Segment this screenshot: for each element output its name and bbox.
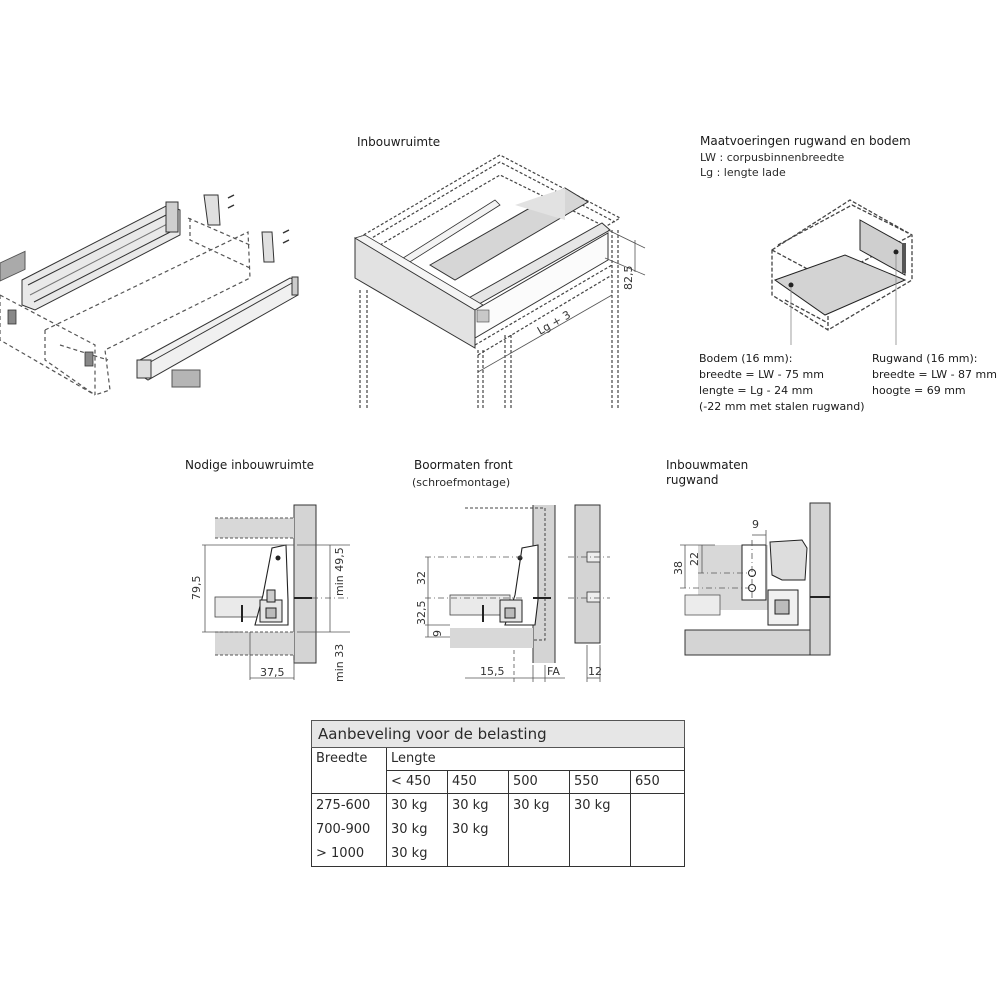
header-length-1: 450 xyxy=(447,770,509,794)
cell xyxy=(569,818,631,842)
bottom-and-back-illustration xyxy=(771,199,913,345)
dim-38: 38 xyxy=(672,561,685,575)
header-length-2: 500 xyxy=(508,770,570,794)
rugwand-breedte: breedte = LW - 87 mm xyxy=(872,368,997,381)
bodem-note: (-22 mm met stalen rugwand) xyxy=(699,400,865,413)
cell xyxy=(447,842,509,867)
dim-min-49-5: min 49,5 xyxy=(333,547,346,596)
table-title: Aanbeveling voor de belasting xyxy=(311,720,685,748)
bodem-breedte: breedte = LW - 75 mm xyxy=(699,368,824,381)
nodige-inbouwruimte-title: Nodige inbouwruimte xyxy=(185,458,315,472)
inbouwruimte-title: Inbouwruimte xyxy=(357,135,441,149)
cell xyxy=(508,842,570,867)
dim-32: 32 xyxy=(415,571,428,585)
bodem-spec: Bodem (16 mm): breedte = LW - 75 mm leng… xyxy=(699,351,865,415)
maatvoeringen-title: Maatvoeringen rugwand en bodem xyxy=(700,134,911,148)
exploded-drawer-illustration xyxy=(0,194,299,396)
boormaten-front-drawing: 32 32,5 9 15,5 FA 12 xyxy=(415,504,610,682)
dim-12: 12 xyxy=(588,665,602,678)
row-breedte: > 1000 xyxy=(311,842,387,867)
table-row: > 1000 30 kg xyxy=(311,842,685,867)
cover-plate-right xyxy=(171,369,201,388)
bodem-lengte: lengte = Lg - 24 mm xyxy=(699,384,814,397)
cell: 30 kg xyxy=(386,818,448,842)
inbouwmaten-rugwand-drawing: 38 22 9 xyxy=(672,502,831,656)
header-length-4: 650 xyxy=(630,770,685,794)
rugwand-hoogte: hoogte = 69 mm xyxy=(872,384,966,397)
header-length-3: 550 xyxy=(569,770,631,794)
nodige-inbouwruimte-drawing: 79,5 min 49,5 min 33 37,5 xyxy=(190,504,350,682)
cell xyxy=(630,842,685,867)
dim-min-33: min 33 xyxy=(333,644,346,682)
cell: 30 kg xyxy=(447,818,509,842)
cell xyxy=(569,842,631,867)
cell: 30 kg xyxy=(386,793,448,818)
header-breedte: Breedte xyxy=(311,747,387,771)
cell: 30 kg xyxy=(569,793,631,818)
dim-37-5: 37,5 xyxy=(260,666,285,679)
cell: 30 kg xyxy=(508,793,570,818)
rugwand-spec: Rugwand (16 mm): breedte = LW - 87 mm ho… xyxy=(872,351,997,399)
cell xyxy=(630,793,685,818)
row-breedte: 275-600 xyxy=(311,793,387,818)
dim-79-5: 79,5 xyxy=(190,576,203,601)
dim-height: 82,5 xyxy=(622,266,635,291)
header-length-0: < 450 xyxy=(386,770,448,794)
dim-22: 22 xyxy=(688,552,701,566)
dim-9-rugwand: 9 xyxy=(752,518,759,531)
inbouwmaten-rugwand-title-1: Inbouwmaten xyxy=(666,458,749,472)
header-lengte: Lengte xyxy=(386,747,685,771)
cell xyxy=(630,818,685,842)
row-breedte: 700-900 xyxy=(311,818,387,842)
table-row: 275-600 30 kg 30 kg 30 kg 30 kg xyxy=(311,793,685,818)
cell: 30 kg xyxy=(447,793,509,818)
rugwand-title: Rugwand (16 mm): xyxy=(872,352,978,365)
inbouwruimte-illustration: Lg + 3 82,5 xyxy=(354,154,646,410)
dim-9: 9 xyxy=(431,630,444,637)
load-recommendation-table: Aanbeveling voor de belasting Breedte Le… xyxy=(311,720,685,867)
table-row: 700-900 30 kg 30 kg xyxy=(311,818,685,842)
dim-32-5: 32,5 xyxy=(415,601,428,626)
legend-lg: Lg : lengte lade xyxy=(700,166,786,179)
bodem-title: Bodem (16 mm): xyxy=(699,352,793,365)
dim-fa: FA xyxy=(547,665,560,678)
dim-length: Lg + 3 xyxy=(535,308,573,337)
cover-plate-left xyxy=(0,250,26,282)
boormaten-front-subtitle: (schroefmontage) xyxy=(412,476,511,489)
boormaten-front-title: Boormaten front xyxy=(414,458,513,472)
cell xyxy=(508,818,570,842)
inbouwmaten-rugwand-title-2: rugwand xyxy=(666,473,719,487)
cell: 30 kg xyxy=(386,842,448,867)
dim-15-5: 15,5 xyxy=(480,665,505,678)
legend-lw: LW : corpusbinnenbreedte xyxy=(700,151,845,164)
header-empty xyxy=(311,770,387,794)
